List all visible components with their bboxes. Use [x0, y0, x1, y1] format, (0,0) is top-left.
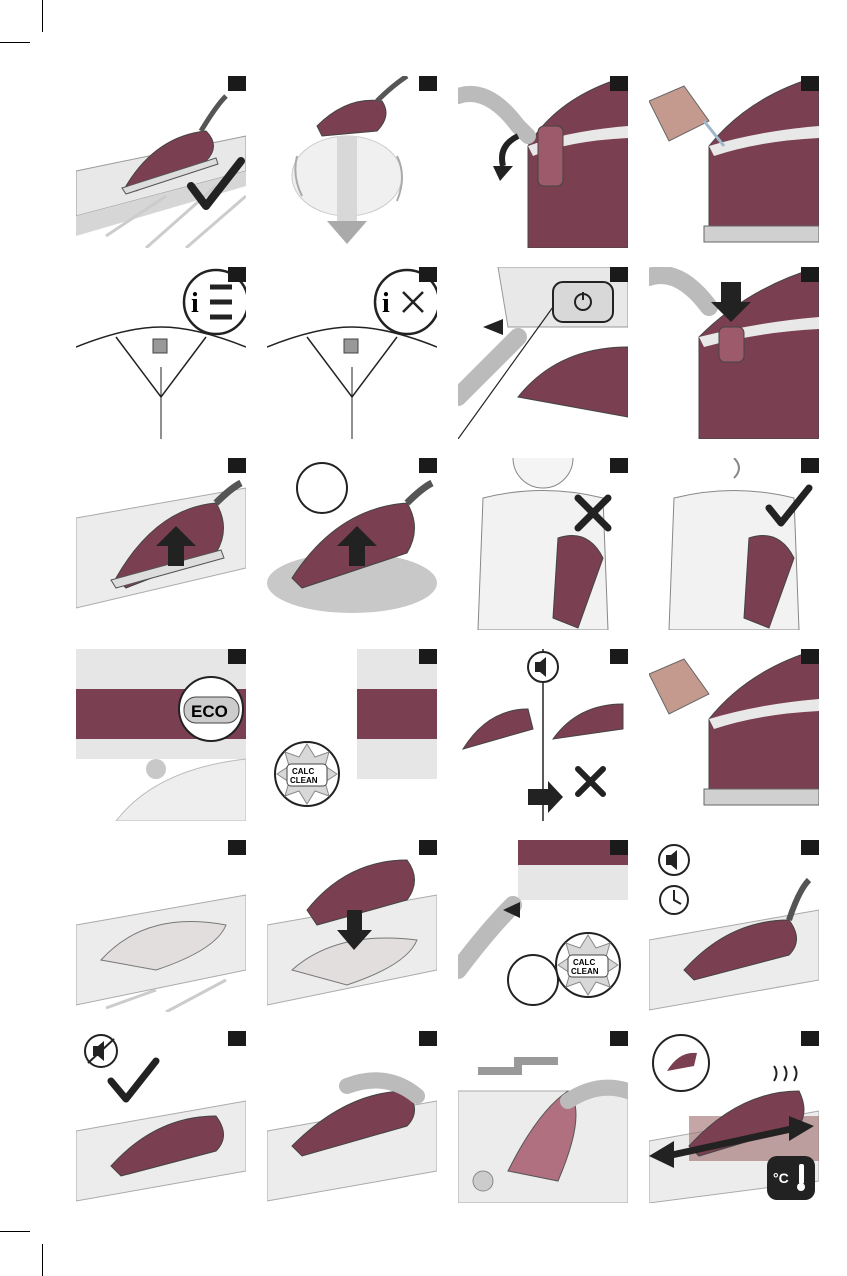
panel-6-no-iron-label: i [267, 267, 437, 439]
panel-23-rinse-tray [458, 1031, 628, 1203]
crop-mark [42, 0, 43, 32]
crop-mark [0, 1231, 30, 1232]
panel-24-iron-hot-move: °C [649, 1031, 819, 1203]
panel-10-steam-boost [267, 458, 437, 630]
panel-12-hanging-steam-ok [649, 458, 819, 630]
panel-22-lift-iron [267, 1031, 437, 1203]
step-number-box [419, 649, 437, 664]
panel-17-calc-tray [76, 840, 246, 1012]
step-number-box [801, 267, 819, 282]
step-number-box [610, 76, 628, 91]
step-number-box [801, 458, 819, 473]
step-number-box [228, 1031, 246, 1046]
step-number-box [610, 649, 628, 664]
clean-label: CLEAN [571, 967, 599, 976]
crop-mark [42, 1244, 43, 1276]
clean-label: CLEAN [290, 776, 318, 785]
crop-mark [0, 42, 30, 43]
celsius-label: °C [773, 1170, 789, 1186]
step-number-box [801, 840, 819, 855]
power-button-callout [553, 282, 613, 322]
panel-21-silent-ok [76, 1031, 246, 1203]
step-number-box [419, 1031, 437, 1046]
panel-8-press-lock [649, 267, 819, 439]
panel-18-place-on-tray [267, 840, 437, 1012]
panel-3-open-tank [458, 76, 628, 248]
panel-11-no-steam-on-person [458, 458, 628, 630]
step-number-box [801, 1031, 819, 1046]
step-number-box [610, 1031, 628, 1046]
step-number-box [610, 267, 628, 282]
step-number-box [610, 458, 628, 473]
step-number-box [228, 840, 246, 855]
panel-16-refill-water [649, 649, 819, 821]
panel-13-eco-button: ECO [76, 649, 246, 821]
panel-2-vertical-steam [267, 76, 437, 248]
eco-label: ECO [191, 702, 228, 721]
step-number-box [801, 649, 819, 664]
panel-9-steam-trigger [76, 458, 246, 630]
step-number-box [610, 840, 628, 855]
panel-19-press-calc-clean: CALC CLEAN [458, 840, 628, 1012]
calc-label: CALC [573, 958, 595, 967]
panel-20-wait-beep [649, 840, 819, 1012]
step-number-box [419, 76, 437, 91]
step-number-box [228, 649, 246, 664]
step-number-box [419, 458, 437, 473]
panel-5-check-label: i [76, 267, 246, 439]
step-number-box [801, 76, 819, 91]
step-number-box [419, 267, 437, 282]
step-number-box [228, 267, 246, 282]
calc-label: CALC [292, 767, 314, 776]
step-number-box [419, 840, 437, 855]
panel-4-fill-water [649, 76, 819, 248]
info-icon: i [191, 288, 199, 319]
panel-1-iron-on-board [76, 76, 246, 248]
panel-7-power-on [458, 267, 628, 439]
step-number-box [228, 458, 246, 473]
step-number-box [228, 76, 246, 91]
panel-15-beep-steam [458, 649, 628, 821]
panel-14-calc-clean-light: CALC CLEAN [267, 649, 437, 821]
svg-text:i: i [382, 288, 390, 319]
